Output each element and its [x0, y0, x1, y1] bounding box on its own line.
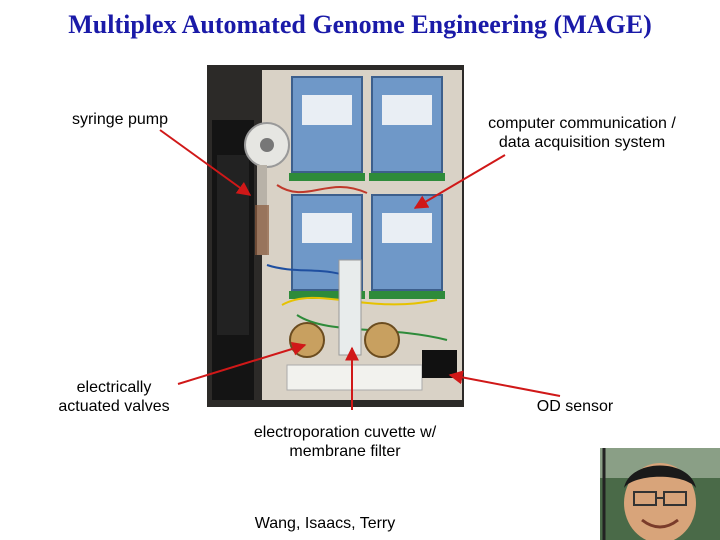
slide-title: Multiplex Automated Genome Engineering (…: [68, 10, 652, 39]
cuvette-line1: electroporation cuvette w/: [253, 424, 437, 441]
researcher-photo: [600, 448, 720, 540]
od-sensor-text: OD sensor: [536, 398, 614, 415]
label-valves: electrically actuated valves: [44, 378, 184, 416]
label-cuvette: electroporation cuvette w/ membrane filt…: [225, 423, 465, 461]
syringe-pump-text: syringe pump: [71, 111, 169, 128]
label-computer-communication: computer communication / data acquisitio…: [466, 114, 698, 152]
computer-line2: data acquisition system: [498, 134, 666, 151]
credits: Wang, Isaacs, Terry: [230, 514, 420, 533]
credits-text: Wang, Isaacs, Terry: [254, 515, 396, 532]
device-photo: [207, 65, 464, 407]
valves-line1: electrically: [76, 379, 152, 396]
valves-line2: actuated valves: [58, 398, 170, 415]
computer-line1: computer communication /: [488, 115, 676, 132]
cuvette-line2: membrane filter: [289, 443, 401, 460]
label-syringe-pump: syringe pump: [50, 110, 190, 129]
label-od-sensor: OD sensor: [520, 397, 630, 416]
arrow-od-sensor: [448, 370, 561, 397]
